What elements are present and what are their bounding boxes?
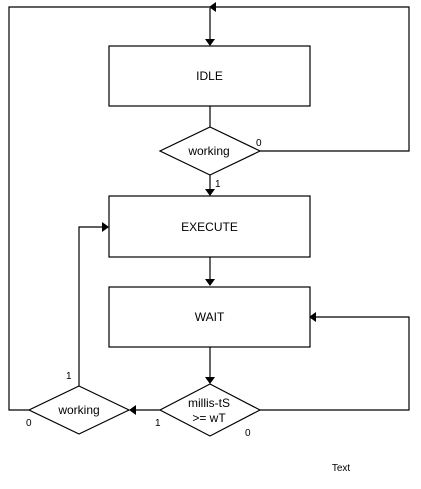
timer-decision bbox=[158, 383, 262, 437]
edge-timer-false-loop bbox=[260, 316, 410, 411]
label-working2-true: 1 bbox=[66, 371, 72, 382]
timer-decision-label-line2: >= wT bbox=[192, 411, 226, 425]
execute-state bbox=[108, 195, 311, 258]
arrowhead-execute-left bbox=[102, 222, 109, 232]
working-decision-label: working bbox=[187, 144, 229, 158]
arrowhead-execute bbox=[205, 189, 215, 196]
arrowhead-working2 bbox=[129, 405, 136, 415]
arrowhead-loop-top bbox=[209, 2, 216, 12]
working-decision-2 bbox=[27, 385, 131, 435]
edge-working-false-loop bbox=[215, 6, 410, 152]
label-working-false: 0 bbox=[256, 138, 262, 149]
label-working2-false: 0 bbox=[26, 418, 32, 429]
working-decision-2-label: working bbox=[57, 403, 99, 417]
edge-working2-true-to-execute bbox=[78, 226, 103, 386]
idle-state bbox=[108, 45, 311, 107]
working-decision bbox=[158, 126, 262, 176]
execute-state-label: EXECUTE bbox=[181, 220, 238, 234]
label-working-true: 1 bbox=[215, 179, 221, 190]
free-text-label: Text bbox=[332, 463, 351, 474]
arrowhead-wait bbox=[205, 279, 215, 286]
arrowhead-idle-top bbox=[205, 39, 215, 46]
idle-state-label: IDLE bbox=[196, 69, 223, 83]
label-timer-false: 0 bbox=[245, 428, 251, 439]
label-timer-true: 1 bbox=[155, 418, 161, 429]
wait-state-label: WAIT bbox=[195, 310, 225, 324]
arrowhead-wait-right bbox=[309, 312, 316, 322]
wait-state bbox=[108, 286, 311, 348]
arrowhead-timer bbox=[205, 377, 215, 384]
edge-working2-false-loop bbox=[8, 6, 210, 411]
timer-decision-label-line1: millis-tS bbox=[188, 396, 230, 410]
